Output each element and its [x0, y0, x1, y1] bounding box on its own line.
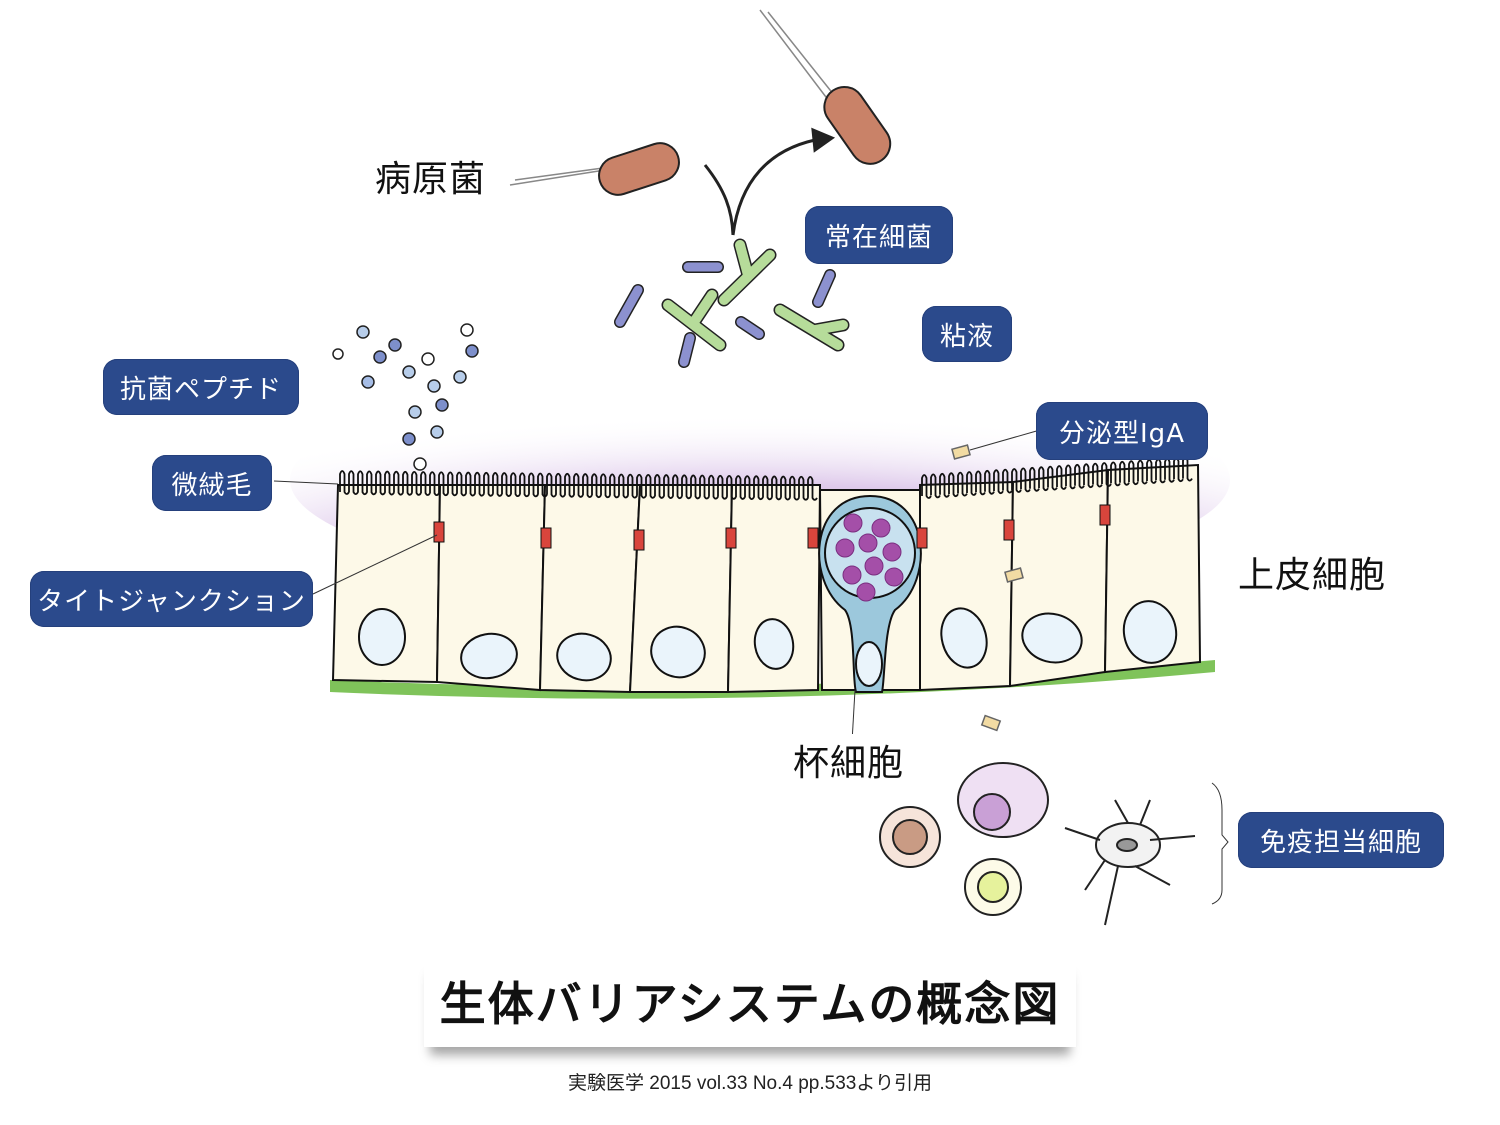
secretory-iga-label: 分泌型IgA [1036, 402, 1208, 460]
citation: 実験医学 2015 vol.33 No.4 pp.533より引用 [568, 1073, 932, 1094]
microvilli [339, 456, 1193, 501]
nucleus [1122, 600, 1178, 664]
tight-junction [807, 527, 819, 549]
nucleus [556, 632, 612, 682]
goblet-cell-label: 杯細胞 [793, 734, 905, 786]
nucleus [650, 625, 706, 679]
goblet-cell [818, 489, 922, 693]
mucus-label: 粘液 [922, 306, 1012, 362]
pathogen [823, 85, 892, 165]
tight-junction [1099, 504, 1111, 526]
commensal-bacteria [614, 238, 850, 368]
pathogen-label: 病原菌 [375, 150, 487, 202]
antimicrobial-peptides [332, 323, 479, 471]
pathogen [598, 142, 680, 196]
epithelial-cell-label: 上皮細胞 [1238, 546, 1387, 598]
dendritic-cell [1064, 799, 1196, 926]
tight-junction [1003, 519, 1015, 541]
nucleus [1021, 612, 1083, 664]
tight-junction-label: タイトジャンクション [30, 571, 313, 627]
immune-cells-label: 免疫担当細胞 [1238, 812, 1444, 868]
microvillus-row [339, 456, 1193, 501]
nucleus [460, 632, 518, 680]
microvilli-label: 微絨毛 [152, 455, 272, 511]
tight-junction [916, 527, 928, 549]
tight-junction [433, 521, 445, 543]
leader-lines [273, 429, 1229, 905]
tight-junction [725, 527, 737, 549]
diagram-title: 生体バリアシステムの概念図 [424, 955, 1076, 1047]
commensal-bacteria-label: 常在細菌 [805, 206, 953, 264]
tight-junction [540, 527, 552, 549]
pathogens [509, 9, 892, 196]
iga-molecules [951, 444, 1024, 732]
nucleus [940, 607, 988, 669]
tight-junction [633, 529, 645, 551]
tight-junctions [433, 504, 1111, 551]
nucleus [753, 618, 795, 670]
deflection-arrow [703, 127, 836, 236]
nucleus [358, 608, 406, 666]
antimicrobial-peptide-label: 抗菌ペプチド [103, 359, 299, 415]
nuclei [358, 600, 1178, 682]
